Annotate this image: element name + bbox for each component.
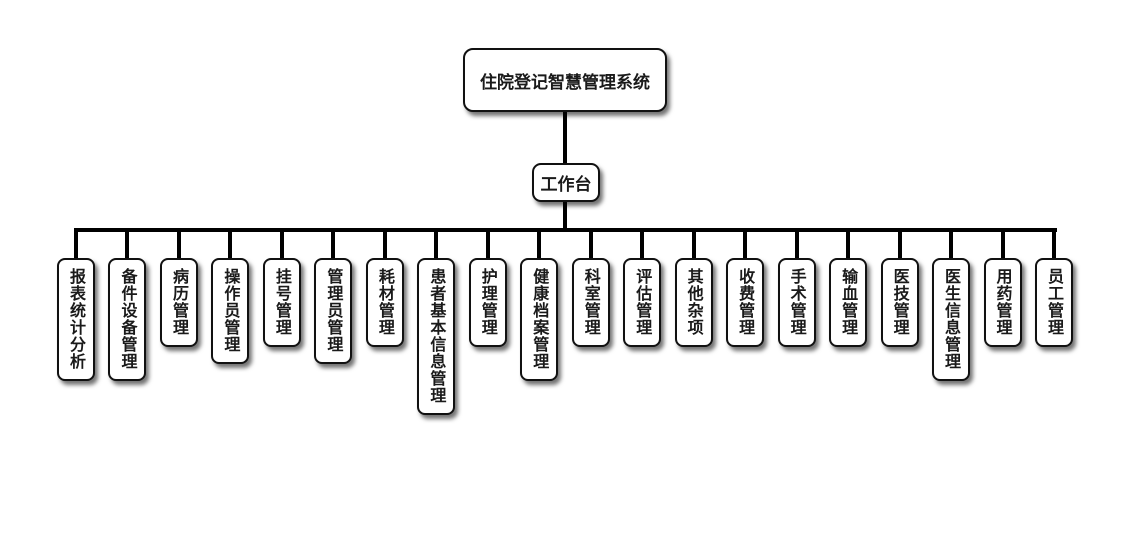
connector-drop — [1052, 230, 1056, 258]
module-node-label: 备件设备管理 — [118, 268, 138, 370]
connector-drop — [176, 230, 181, 258]
connector-drop — [691, 230, 696, 258]
module-node: 收费管理 — [726, 258, 765, 347]
module-node: 员工管理 — [1035, 258, 1073, 347]
connector-drop — [794, 230, 799, 258]
module-node: 医生信息管理 — [932, 258, 971, 381]
connector-hub-to-bus — [563, 202, 567, 231]
connector-drop — [434, 230, 439, 258]
module-node-label: 耗材管理 — [375, 268, 395, 336]
connector-drop — [279, 230, 284, 258]
connector-drop — [228, 230, 233, 258]
connector-drop — [1000, 230, 1005, 258]
connector-drop — [125, 230, 130, 258]
module-node: 操作员管理 — [211, 258, 250, 364]
module-node-label: 挂号管理 — [272, 268, 292, 336]
connector-drop — [897, 230, 902, 258]
connector-bus — [74, 228, 1057, 232]
module-node-label: 报表统计分析 — [67, 268, 86, 370]
module-node-label: 管理员管理 — [324, 268, 344, 353]
module-node: 输血管理 — [829, 258, 868, 347]
module-node-label: 员工管理 — [1045, 268, 1064, 336]
connector-drop — [949, 230, 954, 258]
module-node: 耗材管理 — [365, 258, 404, 347]
module-node: 医技管理 — [880, 258, 919, 347]
connector-drop — [485, 230, 490, 258]
connector-drop — [588, 230, 593, 258]
module-node: 患者基本信息管理 — [417, 258, 456, 415]
connector-drop — [537, 230, 542, 258]
hub-node: 工作台 — [532, 163, 600, 202]
connector-drop — [846, 230, 851, 258]
module-node-label: 收费管理 — [736, 268, 756, 336]
module-node-label: 医生信息管理 — [942, 268, 962, 370]
connector-drop — [74, 230, 78, 258]
module-node-label: 操作员管理 — [221, 268, 241, 353]
module-node-label: 患者基本信息管理 — [427, 268, 447, 404]
module-node: 挂号管理 — [262, 258, 301, 347]
root-node: 住院登记智慧管理系统 — [463, 48, 667, 112]
module-node-label: 输血管理 — [839, 268, 859, 336]
module-node: 管理员管理 — [314, 258, 353, 364]
module-node-label: 健康档案管理 — [530, 268, 550, 370]
module-node: 护理管理 — [468, 258, 507, 347]
module-node: 评估管理 — [623, 258, 662, 347]
module-node-label: 病历管理 — [169, 268, 189, 336]
module-node-label: 科室管理 — [581, 268, 601, 336]
module-node-label: 评估管理 — [633, 268, 653, 336]
connector-drop — [331, 230, 336, 258]
module-node-label: 护理管理 — [478, 268, 498, 336]
module-node: 手术管理 — [777, 258, 816, 347]
module-node: 用药管理 — [983, 258, 1022, 347]
module-node-label: 其他杂项 — [684, 268, 704, 336]
connector-drop — [640, 230, 645, 258]
module-node: 其他杂项 — [674, 258, 713, 347]
module-node: 健康档案管理 — [520, 258, 559, 381]
module-node-label: 医技管理 — [890, 268, 910, 336]
module-node: 病历管理 — [159, 258, 198, 347]
connector-drop — [382, 230, 387, 258]
module-node-label: 用药管理 — [993, 268, 1013, 336]
module-node: 科室管理 — [571, 258, 610, 347]
module-node-label: 手术管理 — [787, 268, 807, 336]
hub-node-label: 工作台 — [540, 175, 592, 195]
connector-drop — [743, 230, 748, 258]
connector-root-to-hub — [563, 112, 567, 163]
module-node: 备件设备管理 — [108, 258, 147, 381]
root-node-title: 住院登记智慧管理系统 — [480, 72, 650, 93]
module-node: 报表统计分析 — [57, 258, 95, 381]
